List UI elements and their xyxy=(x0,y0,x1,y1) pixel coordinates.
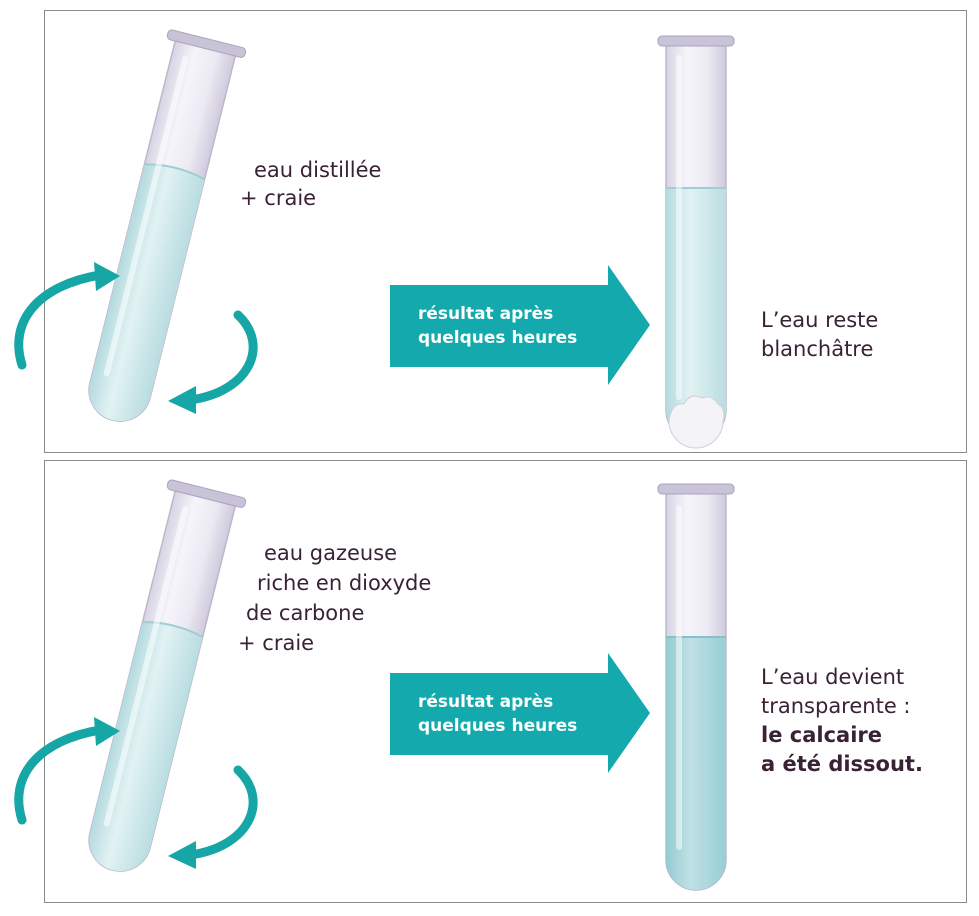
result-line: transparente : xyxy=(761,694,911,718)
mixture-label-top: eau distillée + craie xyxy=(240,156,381,212)
result-arrow-bottom xyxy=(390,653,650,773)
result-conclusion-line: a été dissout. xyxy=(761,752,923,776)
arrow-label-line: quelques heures xyxy=(418,328,578,348)
arrow-label-bottom: résultat après quelques heures xyxy=(418,690,577,738)
result-line: blanchâtre xyxy=(761,337,874,361)
stir-arrow-icon-bottom xyxy=(14,717,258,869)
mixture-line: de carbone xyxy=(246,601,365,625)
arrow-label-line: quelques heures xyxy=(418,716,578,736)
result-arrow-top xyxy=(390,265,650,385)
liquid-top-left xyxy=(89,164,205,422)
upright-test-tube-top xyxy=(657,35,735,449)
stir-arrow-icon-top xyxy=(14,262,258,414)
mixture-line: riche en dioxyde xyxy=(257,571,432,595)
result-line: L’eau devient xyxy=(761,665,905,689)
liquid-bottom-right xyxy=(666,637,726,890)
mixture-line: eau distillée xyxy=(254,158,382,182)
result-label-top: L’eau reste blanchâtre xyxy=(761,306,878,364)
mixture-label-bottom: eau gazeuse riche en dioxyde de carbone … xyxy=(238,538,431,658)
result-line: L’eau reste xyxy=(761,308,879,332)
arrow-label-line: résultat après xyxy=(418,304,554,324)
upright-test-tube-bottom xyxy=(657,483,735,891)
tilted-test-tube-bottom xyxy=(88,479,247,872)
result-conclusion-line: le calcaire xyxy=(761,723,882,747)
arrow-label-line: résultat après xyxy=(418,692,554,712)
mixture-line: + craie xyxy=(238,631,315,655)
mixture-line: eau gazeuse xyxy=(264,541,398,565)
result-label-bottom: L’eau devient transparente : le calcaire… xyxy=(761,663,923,779)
arrow-label-top: résultat après quelques heures xyxy=(418,302,577,350)
mixture-line: + craie xyxy=(240,186,317,210)
liquid-bottom-left xyxy=(89,622,203,872)
chalk-sediment xyxy=(668,395,725,449)
tilted-test-tube-top xyxy=(88,29,247,422)
